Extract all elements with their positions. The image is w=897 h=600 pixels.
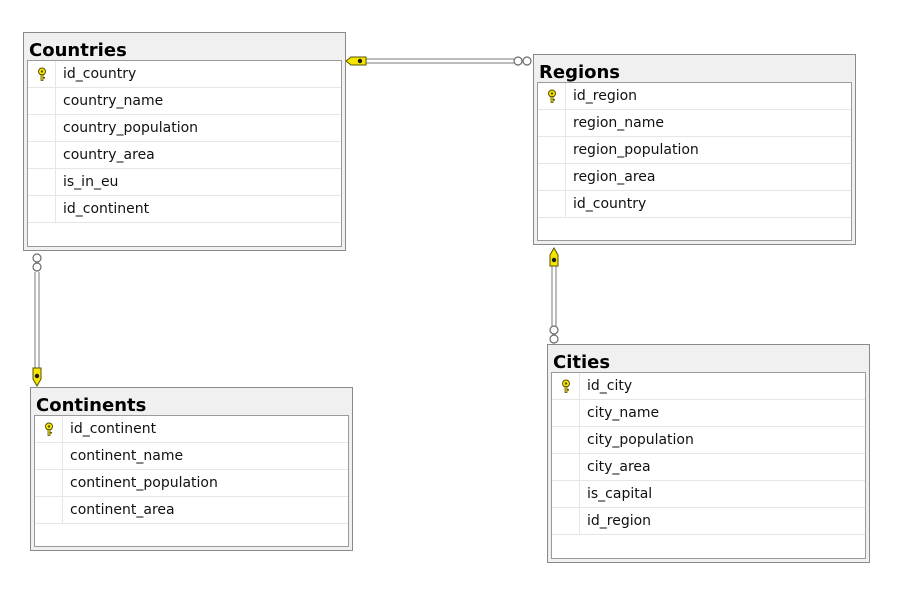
column-row[interactable]: country_name <box>28 88 341 115</box>
column-row[interactable]: region_area <box>538 164 851 191</box>
column-name: is_capital <box>587 486 653 502</box>
column-name: id_continent <box>70 421 157 437</box>
column-grid: id_continent continent_name continent_po… <box>34 415 349 547</box>
row-selector[interactable] <box>552 373 580 399</box>
one-end-key-icon <box>345 56 367 66</box>
column-row[interactable]: country_area <box>28 142 341 169</box>
column-name: id_continent <box>63 201 150 217</box>
relationship-cities-to-regions[interactable] <box>549 246 559 344</box>
column-name: id_region <box>587 513 652 529</box>
row-selector[interactable] <box>538 164 566 190</box>
row-selector[interactable] <box>552 454 580 480</box>
relationship-regions-to-countries[interactable] <box>345 56 532 66</box>
one-end-key-icon <box>32 367 42 388</box>
column-row[interactable]: id_continent <box>35 416 348 443</box>
column-name: id_country <box>63 66 137 82</box>
column-name: id_city <box>587 378 633 394</box>
table-title: Continents <box>36 395 147 416</box>
column-name: region_name <box>573 115 664 131</box>
primary-key-icon <box>45 422 53 436</box>
column-name: country_name <box>63 93 164 109</box>
table-regions[interactable]: Regions id_region region_name <box>533 54 856 245</box>
row-selector[interactable] <box>28 61 56 87</box>
row-selector[interactable] <box>538 137 566 163</box>
row-selector[interactable] <box>35 497 63 523</box>
table-cities[interactable]: Cities id_city city_name c <box>547 344 870 563</box>
row-selector[interactable] <box>28 169 56 195</box>
relationship-countries-to-continents[interactable] <box>32 253 42 388</box>
primary-key-icon <box>548 89 556 103</box>
column-grid: id_region region_name region_population … <box>537 82 852 241</box>
column-row[interactable]: id_country <box>28 61 341 88</box>
row-selector[interactable] <box>28 88 56 114</box>
row-selector[interactable] <box>35 443 63 469</box>
row-selector[interactable] <box>28 142 56 168</box>
row-selector[interactable] <box>552 400 580 426</box>
primary-key-icon <box>562 379 570 393</box>
column-grid: id_country country_name country_populati… <box>27 60 342 247</box>
column-grid: id_city city_name city_population city_a… <box>551 372 866 559</box>
table-title: Cities <box>553 352 611 373</box>
table-title: Regions <box>539 62 621 83</box>
column-row[interactable]: city_area <box>552 454 865 481</box>
row-selector[interactable] <box>35 416 63 442</box>
row-selector[interactable] <box>552 481 580 507</box>
many-end-infinity-icon <box>513 56 532 66</box>
column-name: is_in_eu <box>63 174 119 190</box>
column-name: continent_area <box>70 502 175 518</box>
column-row[interactable]: region_population <box>538 137 851 164</box>
column-name: city_population <box>587 432 694 448</box>
row-selector[interactable] <box>28 115 56 141</box>
table-countries[interactable]: Countries id_country country_name <box>23 32 346 251</box>
row-selector[interactable] <box>538 110 566 136</box>
column-name: continent_name <box>70 448 184 464</box>
column-row[interactable]: id_region <box>552 508 865 535</box>
row-selector[interactable] <box>538 83 566 109</box>
table-continents[interactable]: Continents id_continent continent_name <box>30 387 353 551</box>
many-end-infinity-icon <box>549 325 559 344</box>
column-row[interactable]: id_continent <box>28 196 341 223</box>
primary-key-icon <box>38 67 46 81</box>
column-row[interactable]: continent_name <box>35 443 348 470</box>
column-name: region_population <box>573 142 699 158</box>
column-name: continent_population <box>70 475 218 491</box>
column-name: country_area <box>63 147 155 163</box>
row-selector[interactable] <box>552 508 580 534</box>
column-name: id_country <box>573 196 647 212</box>
one-end-key-icon <box>549 246 559 267</box>
column-row[interactable]: continent_area <box>35 497 348 524</box>
column-row[interactable]: city_population <box>552 427 865 454</box>
column-name: country_population <box>63 120 199 136</box>
column-row[interactable]: id_region <box>538 83 851 110</box>
column-row[interactable]: is_capital <box>552 481 865 508</box>
column-row[interactable]: country_population <box>28 115 341 142</box>
row-selector[interactable] <box>28 196 56 222</box>
table-title: Countries <box>29 40 127 61</box>
row-selector[interactable] <box>538 191 566 217</box>
column-row[interactable]: is_in_eu <box>28 169 341 196</box>
column-row[interactable]: continent_population <box>35 470 348 497</box>
row-selector[interactable] <box>552 427 580 453</box>
column-row[interactable]: city_name <box>552 400 865 427</box>
row-selector[interactable] <box>35 470 63 496</box>
column-name: city_area <box>587 459 651 475</box>
column-name: id_region <box>573 88 638 104</box>
column-name: region_area <box>573 169 656 185</box>
column-row[interactable]: id_country <box>538 191 851 218</box>
column-row[interactable]: region_name <box>538 110 851 137</box>
column-name: city_name <box>587 405 660 421</box>
many-end-infinity-icon <box>32 253 42 272</box>
column-row[interactable]: id_city <box>552 373 865 400</box>
